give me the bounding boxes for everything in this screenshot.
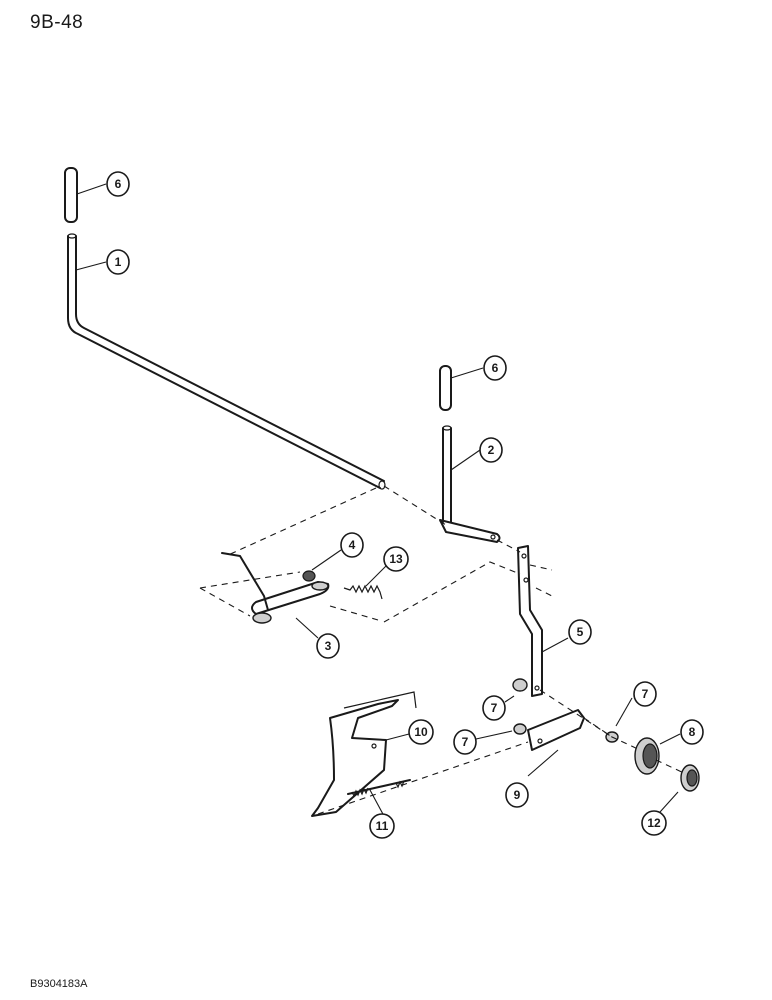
svg-text:7: 7 [491,701,498,715]
part-7-bushing-a [512,678,528,692]
callout-10: 10 [408,719,434,745]
svg-text:2: 2 [488,443,495,457]
part-13-spring [343,584,383,600]
callout-3: 3 [316,633,340,659]
part-5-bracket [517,545,543,697]
leader-lines [75,183,681,817]
svg-text:5: 5 [577,625,584,639]
part-11-threaded-rod [347,779,411,798]
part-12-cap [680,764,700,792]
svg-text:9: 9 [514,788,521,802]
svg-text:6: 6 [492,361,499,375]
svg-text:12: 12 [647,816,661,830]
page-number: 9B-48 [30,12,84,33]
part-6-upper-grip [64,167,78,223]
svg-text:8: 8 [689,725,696,739]
part-8-pulley [634,737,660,775]
callout-12: 12 [641,810,667,836]
part-1-long-rod [67,233,386,490]
svg-text:11: 11 [376,819,389,833]
callout-9: 9 [505,782,529,808]
part-7-bushing-b [513,723,527,735]
svg-text:13: 13 [389,552,403,566]
callout-11: 11 [369,813,395,839]
callout-7-b: 7 [453,729,477,755]
callout-7-a: 7 [482,695,506,721]
svg-text:4: 4 [349,538,356,552]
assembly-lines [199,485,687,815]
callout-4: 4 [340,532,364,558]
part-4-bushing [302,570,316,582]
callout-2: 2 [479,437,503,463]
svg-text:7: 7 [642,687,649,701]
svg-text:3: 3 [325,639,332,653]
svg-text:1: 1 [115,255,122,269]
part-2-lever [439,425,501,543]
svg-text:10: 10 [414,725,428,739]
callout-5: 5 [568,619,592,645]
callout-1: 1 [106,249,130,275]
part-9-plate [527,709,585,751]
part-10-support [311,691,417,817]
svg-text:6: 6 [115,177,122,191]
figure-code: B9304183A [30,978,88,990]
callout-6-middle: 6 [483,355,507,381]
callout-6-top: 6 [106,171,130,197]
callout-13: 13 [383,546,409,572]
part-3-linkage [221,552,330,624]
callout-8: 8 [680,719,704,745]
callout-7-c: 7 [633,681,657,707]
part-6-middle-grip [439,365,452,411]
svg-text:7: 7 [462,735,469,749]
